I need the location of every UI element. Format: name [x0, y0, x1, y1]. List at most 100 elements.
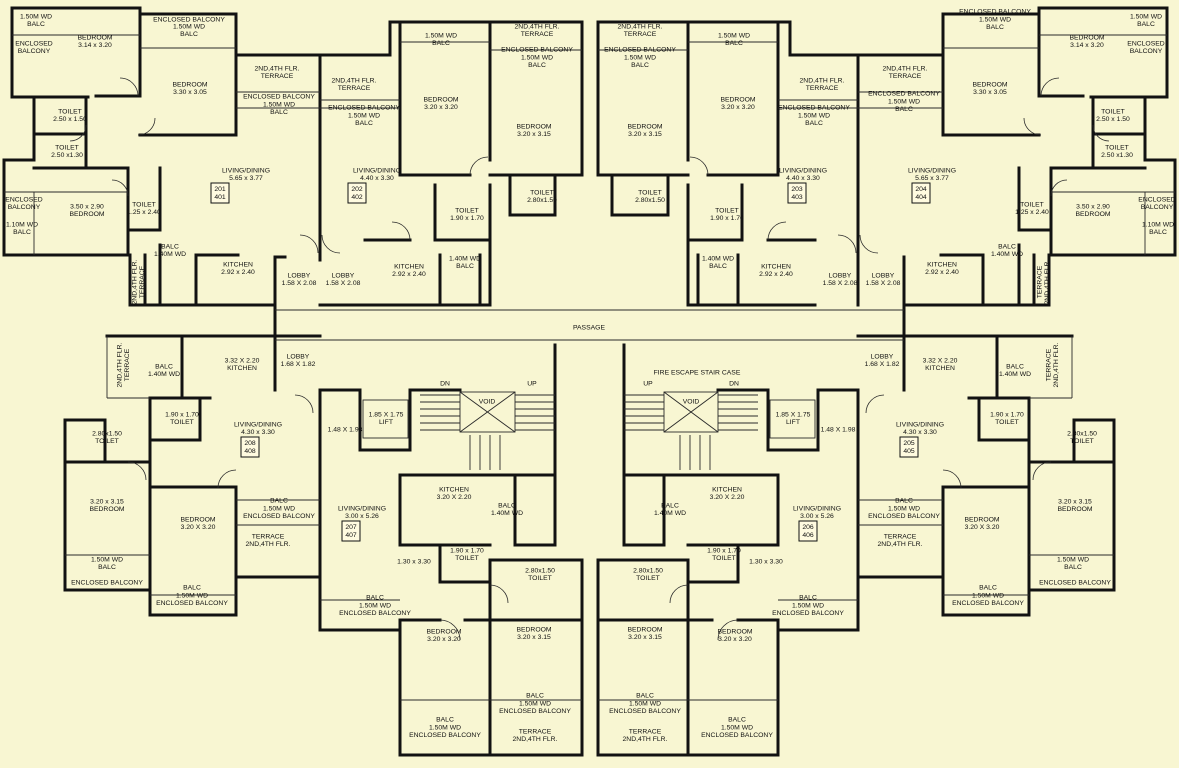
- balc-206-c-line-2: 1.50M WD: [629, 700, 661, 707]
- bedroom-203-b-line-2: 3.20 x 3.20: [721, 104, 755, 111]
- toilet-208-b-line-1: 2.80x1.50: [92, 431, 122, 438]
- bedroom-201-a-line-2: 3.14 x 3.20: [78, 42, 112, 49]
- enclosed-balcony-203-line-3: BALC: [631, 62, 649, 69]
- living-201-line-2: 5.65 x 3.77: [229, 175, 263, 182]
- terrace-203-line-2: TERRACE: [624, 31, 657, 38]
- kitchen-206-line-1: KITCHEN: [712, 487, 742, 494]
- balc-203-a-line-2: BALC: [725, 40, 743, 47]
- toilet-203-a-line-1: TOILET: [638, 190, 662, 197]
- unit-number-frame: [787, 182, 807, 204]
- living-208-line-1: LIVING/DINING: [234, 422, 282, 429]
- toilet-201-b-line-2: 2.50 x1.30: [51, 152, 83, 159]
- balc-201-d-line-2: 1.40M WD: [154, 251, 186, 258]
- balc-205-d-line-1: BALC: [979, 585, 997, 592]
- bedroom-208-b-line-2: 3.20 X 3.20: [181, 524, 216, 531]
- toilet-204-a-line-2: 2.50 x 1.50: [1096, 116, 1130, 123]
- room-label-stair-dn-right: DN: [729, 380, 739, 387]
- kitchen-202-line-2: 2.92 x 2.40: [392, 271, 426, 278]
- room-label-lobby-206: 1.48 X 1.98: [821, 426, 856, 433]
- kitchen-202-line-1: KITCHEN: [394, 264, 424, 271]
- terrace-204-b-line-2: 2ND,4TH FLR.: [1044, 259, 1051, 304]
- room-label-stair-up-left: UP: [527, 380, 537, 387]
- room-label-enclosed-balcony-201-b: ENCLOSED BALCONY: [153, 16, 225, 23]
- living-201-line-1: LIVING/DINING: [222, 168, 270, 175]
- stair-up-left-line-1: UP: [527, 380, 537, 387]
- terrace-207-line-1: TERRACE: [519, 729, 552, 736]
- door-swings: [69, 77, 1110, 641]
- balc-208-b-line-1: BALC: [270, 498, 288, 505]
- thin-partitions: [4, 34, 1175, 701]
- enclosed-balcony-208-line-1: ENCLOSED BALCONY: [71, 579, 143, 586]
- living-206-line-2: 3.00 x 5.26: [800, 513, 834, 520]
- stair-up-right-line-1: UP: [643, 380, 653, 387]
- balc-206-d-line-2: 1.50M WD: [721, 724, 753, 731]
- bedroom-207-b-line-1: BEDROOM: [516, 627, 551, 634]
- toilet-201-b-line-1: TOILET: [55, 145, 79, 152]
- bedroom-204-b-line-1: BEDROOM: [972, 82, 1007, 89]
- void-right-line-1: VOID: [683, 398, 700, 405]
- enclosed-balcony-204-d-line-1: ENCLOSED: [1138, 197, 1175, 204]
- toilet-207-b-line-2: TOILET: [528, 575, 552, 582]
- toilet-206-b-line-2: TOILET: [636, 575, 660, 582]
- stair-dn-left-line-1: DN: [440, 380, 450, 387]
- toilet-201-c-line-2: 1.25 x 2.40: [127, 209, 161, 216]
- balc-204-b-line-1: 1.10M WD: [1142, 222, 1174, 229]
- lobby-208-line-1: LOBBY: [287, 354, 310, 361]
- toilet-208-a-line-1: 1.90 x 1.70: [165, 412, 199, 419]
- toilet-205-b-line-2: TOILET: [1070, 438, 1094, 445]
- bedroom-201-c-line-1: 3.50 x 2.90: [70, 204, 104, 211]
- room-label-terrace-201: 2ND,4TH FLR.TERRACE: [255, 66, 300, 81]
- room-label-fire-escape: FIRE ESCAPE STAIR CASE: [654, 369, 741, 376]
- unit-number-frame: [210, 182, 230, 204]
- lift-207-line-2: LIFT: [379, 419, 393, 426]
- toilet-202-b-line-1: TOILET: [455, 208, 479, 215]
- fire-escape-line-1: FIRE ESCAPE STAIR CASE: [654, 369, 741, 376]
- terrace-208-b-line-1: TERRACE: [252, 534, 285, 541]
- balc-206-b-line-1: BALC: [799, 595, 817, 602]
- balc-205-d-line-2: 1.50M WD: [972, 592, 1004, 599]
- enclosed-balcony-201-a-line-2: BALCONY: [18, 48, 51, 55]
- bedroom-204-a-line-1: BEDROOM: [1069, 35, 1104, 42]
- bedroom-203-a-line-2: 3.20 x 3.15: [628, 131, 662, 138]
- enclosed-balcony-204-b-line-2: BALCONY: [1130, 48, 1163, 55]
- lobby-205-line-1: LOBBY: [871, 354, 894, 361]
- unit-number: 407: [345, 532, 357, 539]
- bedroom-207-b-line-2: 3.20 x 3.15: [517, 634, 551, 641]
- unit-number: 208: [244, 440, 256, 447]
- room-label-terrace-208-a: 2ND,4TH FLR.TERRACE: [117, 342, 132, 387]
- lobby-203-line-2: 1.58 X 2.08: [823, 280, 858, 287]
- terrace-201-b-line-2: TERRACE: [139, 265, 146, 298]
- enclosed-balcony-202-b-line-1: ENCLOSED BALCONY: [501, 47, 573, 54]
- toilet-202-a-line-2: 2.80x1.50: [527, 197, 557, 204]
- toilet-204-a-line-1: TOILET: [1101, 109, 1125, 116]
- unit-number-frame: [240, 436, 260, 458]
